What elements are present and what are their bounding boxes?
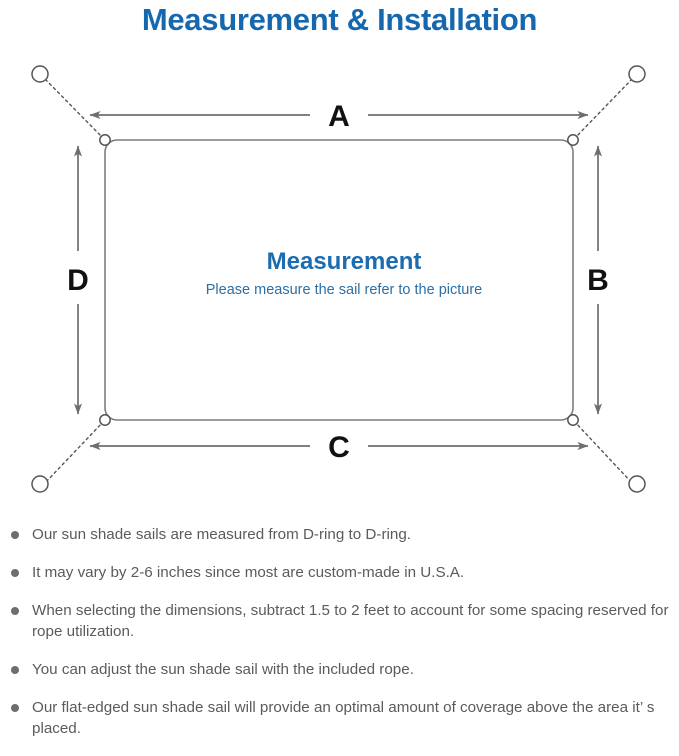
list-item-text: It may vary by 2-6 inches since most are…	[32, 564, 465, 581]
diagram-center-heading: Measurement	[267, 248, 422, 275]
dimension-label-a: A	[328, 100, 350, 133]
bullet-icon	[11, 607, 19, 615]
bullet-icon	[11, 704, 19, 712]
notes-list: Our sun shade sails are measured from D-…	[0, 524, 679, 756]
page-title: Measurement & Installation	[141, 2, 538, 37]
list-item: Our flat-edged sun shade sail will provi…	[0, 697, 679, 739]
anchor-ring-top-right	[628, 65, 646, 83]
anchor-ring-top-left	[31, 65, 49, 83]
dimension-label-b: B	[587, 264, 609, 297]
list-item-text: You can adjust the sun shade sail with t…	[32, 661, 414, 678]
diagram-center-subheading: Please measure the sail refer to the pic…	[206, 282, 482, 298]
bullet-icon	[11, 666, 19, 674]
list-item: It may vary by 2-6 inches since most are…	[0, 562, 679, 583]
list-item: You can adjust the sun shade sail with t…	[0, 659, 679, 680]
d-ring-bottom-left	[99, 414, 111, 426]
list-item: Our sun shade sails are measured from D-…	[0, 524, 679, 545]
d-ring-top-right	[567, 134, 579, 146]
bullet-icon	[11, 531, 19, 539]
d-ring-top-left	[99, 134, 111, 146]
d-ring-bottom-right	[567, 414, 579, 426]
bullet-icon	[11, 569, 19, 577]
measurement-diagram: A C D B Measurement Please measure the s…	[0, 46, 679, 516]
list-item-text: Our sun shade sails are measured from D-…	[32, 526, 411, 543]
rope-bottom-right	[573, 420, 634, 485]
list-item-text: Our flat-edged sun shade sail will provi…	[32, 699, 655, 737]
dimension-label-d: D	[67, 264, 89, 297]
dimension-label-c: C	[328, 431, 350, 464]
list-item: When selecting the dimensions, subtract …	[0, 600, 679, 642]
rope-bottom-left	[43, 420, 105, 485]
sail-outline	[104, 139, 574, 421]
rope-top-right	[573, 77, 634, 140]
anchor-ring-bottom-left	[31, 475, 49, 493]
list-item-text: When selecting the dimensions, subtract …	[32, 602, 669, 640]
anchor-ring-bottom-right	[628, 475, 646, 493]
rope-top-left	[43, 77, 105, 140]
